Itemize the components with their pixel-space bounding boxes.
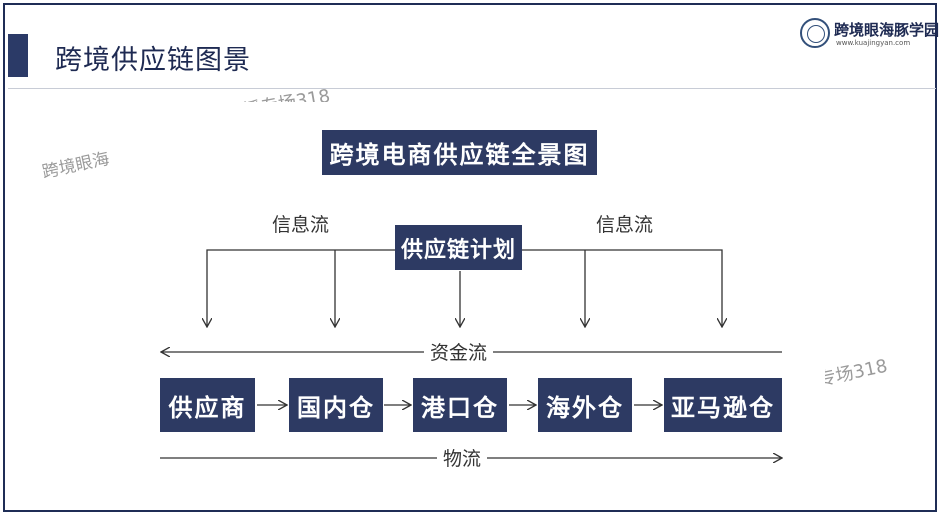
slide-title: 跨境供应链图景 bbox=[55, 45, 251, 76]
diagram-title: 跨境电商供应链全景图 bbox=[322, 130, 597, 175]
info-flow-right-label: 信息流 bbox=[590, 214, 660, 236]
capital-flow-label: 资金流 bbox=[424, 342, 494, 364]
slide-frame bbox=[3, 3, 937, 512]
logo-url: www.kuajingyan.com bbox=[836, 39, 911, 47]
node-port-warehouse: 港口仓 bbox=[413, 378, 507, 432]
node-amazon-warehouse: 亚马逊仓 bbox=[664, 378, 782, 432]
node-supplier: 供应商 bbox=[160, 378, 255, 432]
brand-logo: 跨境眼海豚学园 www.kuajingyan.com bbox=[800, 17, 939, 53]
logo-name: 跨境眼海豚学园 bbox=[834, 21, 940, 39]
info-flow-left-line bbox=[207, 249, 395, 327]
supply-chain-plan-box: 供应链计划 bbox=[395, 225, 522, 270]
globe-icon bbox=[800, 18, 830, 48]
header-divider bbox=[8, 88, 936, 89]
info-flow-left-label: 信息流 bbox=[266, 214, 336, 236]
node-domestic-warehouse: 国内仓 bbox=[289, 378, 383, 432]
node-overseas-warehouse: 海外仓 bbox=[538, 378, 632, 432]
title-accent-bar bbox=[8, 34, 28, 77]
info-flow-right-line bbox=[522, 249, 722, 327]
logistics-flow-label: 物流 bbox=[437, 448, 488, 470]
